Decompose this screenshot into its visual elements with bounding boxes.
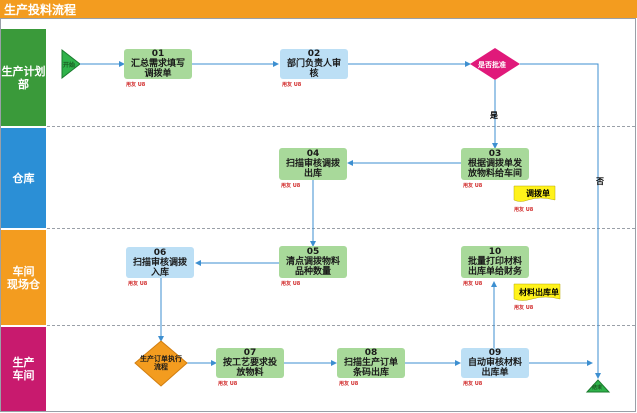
node-02-line1: 部门负责人审 (286, 59, 341, 69)
process-node-07: 07 按工艺要求投 放物料 (216, 348, 284, 378)
diagram-frame (0, 18, 636, 412)
process-node-05: 05 清点调拨物料 品种数量 (279, 246, 347, 278)
process-node-01: 01 汇总需求填写 调拨单 (124, 49, 192, 79)
brand-logo: 用友 U8 (128, 281, 148, 287)
end-label: 结束 (592, 385, 603, 391)
node-08-line2: 条码出库 (352, 368, 389, 378)
node-10-number: 10 (488, 247, 502, 257)
node-07-line2: 放物料 (236, 368, 264, 378)
lane-separator (47, 126, 635, 127)
node-09-line1: 自动审核材料 (467, 358, 522, 368)
lane-label-workshop-store-line2: 现场仓 (7, 277, 40, 291)
lane-label-warehouse: 仓库 (1, 128, 46, 228)
node-10-line1: 批量打印材料 (467, 257, 522, 267)
end-node (585, 379, 611, 393)
brand-logo: 用友 U8 (514, 305, 534, 311)
brand-logo: 用友 U8 (218, 381, 238, 387)
brand-logo: 用友 U8 (281, 183, 301, 189)
node-08-line1: 扫描生产订单 (343, 358, 398, 368)
decision-yes-label: 是 (490, 111, 498, 120)
subprocess-diamond (134, 340, 188, 387)
brand-logo: 用友 U8 (463, 381, 483, 387)
brand-logo: 用友 U8 (126, 82, 146, 88)
title-bar: 生产投料流程 (0, 0, 637, 18)
process-node-02: 02 部门负责人审 核 (280, 49, 348, 79)
node-03-line1: 根据调拨单发 (467, 159, 522, 169)
page-title: 生产投料流程 (4, 3, 77, 17)
document-transfer-shape (513, 185, 556, 202)
lane-label-workshop-store-line1: 车间 (12, 264, 35, 278)
lane-separator (47, 325, 635, 326)
brand-logo: 用友 U8 (514, 207, 534, 213)
node-06-line1: 扫描审核调拨 (132, 257, 187, 268)
node-02-number: 02 (307, 49, 321, 59)
process-node-06: 06 扫描审核调拨 入库 (126, 247, 194, 278)
brand-logo: 用友 U8 (282, 82, 302, 88)
process-node-09: 09 自动审核材料 出库单 (461, 348, 529, 378)
lane-label-workshop-store: 车间现场仓 (1, 230, 46, 325)
node-04-number: 04 (306, 149, 320, 159)
brand-logo: 用友 U8 (339, 381, 359, 387)
node-06-line2: 入库 (150, 267, 169, 278)
node-02-line2: 核 (309, 69, 319, 79)
lane-label-production-workshop: 生产车间 (1, 327, 46, 411)
node-06-number: 06 (153, 247, 167, 258)
node-01-line1: 汇总需求填写 (130, 59, 185, 69)
node-08-number: 08 (364, 348, 378, 358)
start-node (61, 48, 81, 80)
node-10-line2: 出库单给财务 (467, 267, 522, 277)
decision-diamond (470, 48, 520, 80)
connector-decision-no-end (520, 63, 601, 379)
decision-no-label: 否 (596, 177, 604, 186)
subprocess-label-line1: 生产订单执行 (140, 355, 182, 363)
node-04-line2: 出库 (303, 169, 322, 179)
document-material-label: 材料出库单 (519, 288, 559, 297)
node-09-line2: 出库单 (481, 368, 509, 378)
node-07-number: 07 (243, 348, 257, 358)
lane-label-planning-line1: 生产计划 (1, 64, 46, 78)
node-03-number: 03 (488, 149, 502, 159)
brand-logo: 用友 U8 (463, 183, 483, 189)
start-label: 开始 (63, 62, 76, 69)
lane-separator (47, 228, 635, 229)
decision-label: 是否批准 (478, 61, 506, 69)
lane-label-warehouse-line1: 仓库 (12, 171, 35, 185)
lane-label-planning-line2: 部 (18, 77, 29, 91)
process-node-04: 04 扫描审核调拨 出库 (279, 148, 347, 180)
subprocess-label-line2: 流程 (154, 363, 168, 371)
node-05-line2: 品种数量 (294, 267, 331, 277)
process-node-08: 08 扫描生产订单 条码出库 (337, 348, 405, 378)
process-node-03: 03 根据调拨单发 放物料给车间 (461, 148, 529, 180)
document-material-shape (513, 283, 561, 301)
lane-label-planning: 生产计划部 (1, 29, 46, 126)
node-01-number: 01 (151, 49, 165, 59)
brand-logo: 用友 U8 (281, 281, 301, 287)
node-03-line2: 放物料给车间 (467, 169, 522, 179)
subprocess-label: 生产订单执行 流程 (133, 355, 189, 371)
node-05-number: 05 (306, 247, 320, 257)
brand-logo: 用友 U8 (463, 281, 483, 287)
lane-label-production-line2: 车间 (12, 369, 35, 382)
node-04-line1: 扫描审核调拨 (285, 159, 340, 169)
node-09-number: 09 (488, 348, 502, 358)
process-node-10: 10 批量打印材料 出库单给财务 (461, 246, 529, 278)
lane-label-production-line1: 生产 (12, 356, 35, 369)
node-05-line1: 清点调拨物料 (285, 257, 340, 267)
node-01-line2: 调拨单 (144, 69, 172, 79)
document-transfer-label: 调拨单 (526, 189, 550, 198)
node-07-line1: 按工艺要求投 (222, 358, 277, 368)
